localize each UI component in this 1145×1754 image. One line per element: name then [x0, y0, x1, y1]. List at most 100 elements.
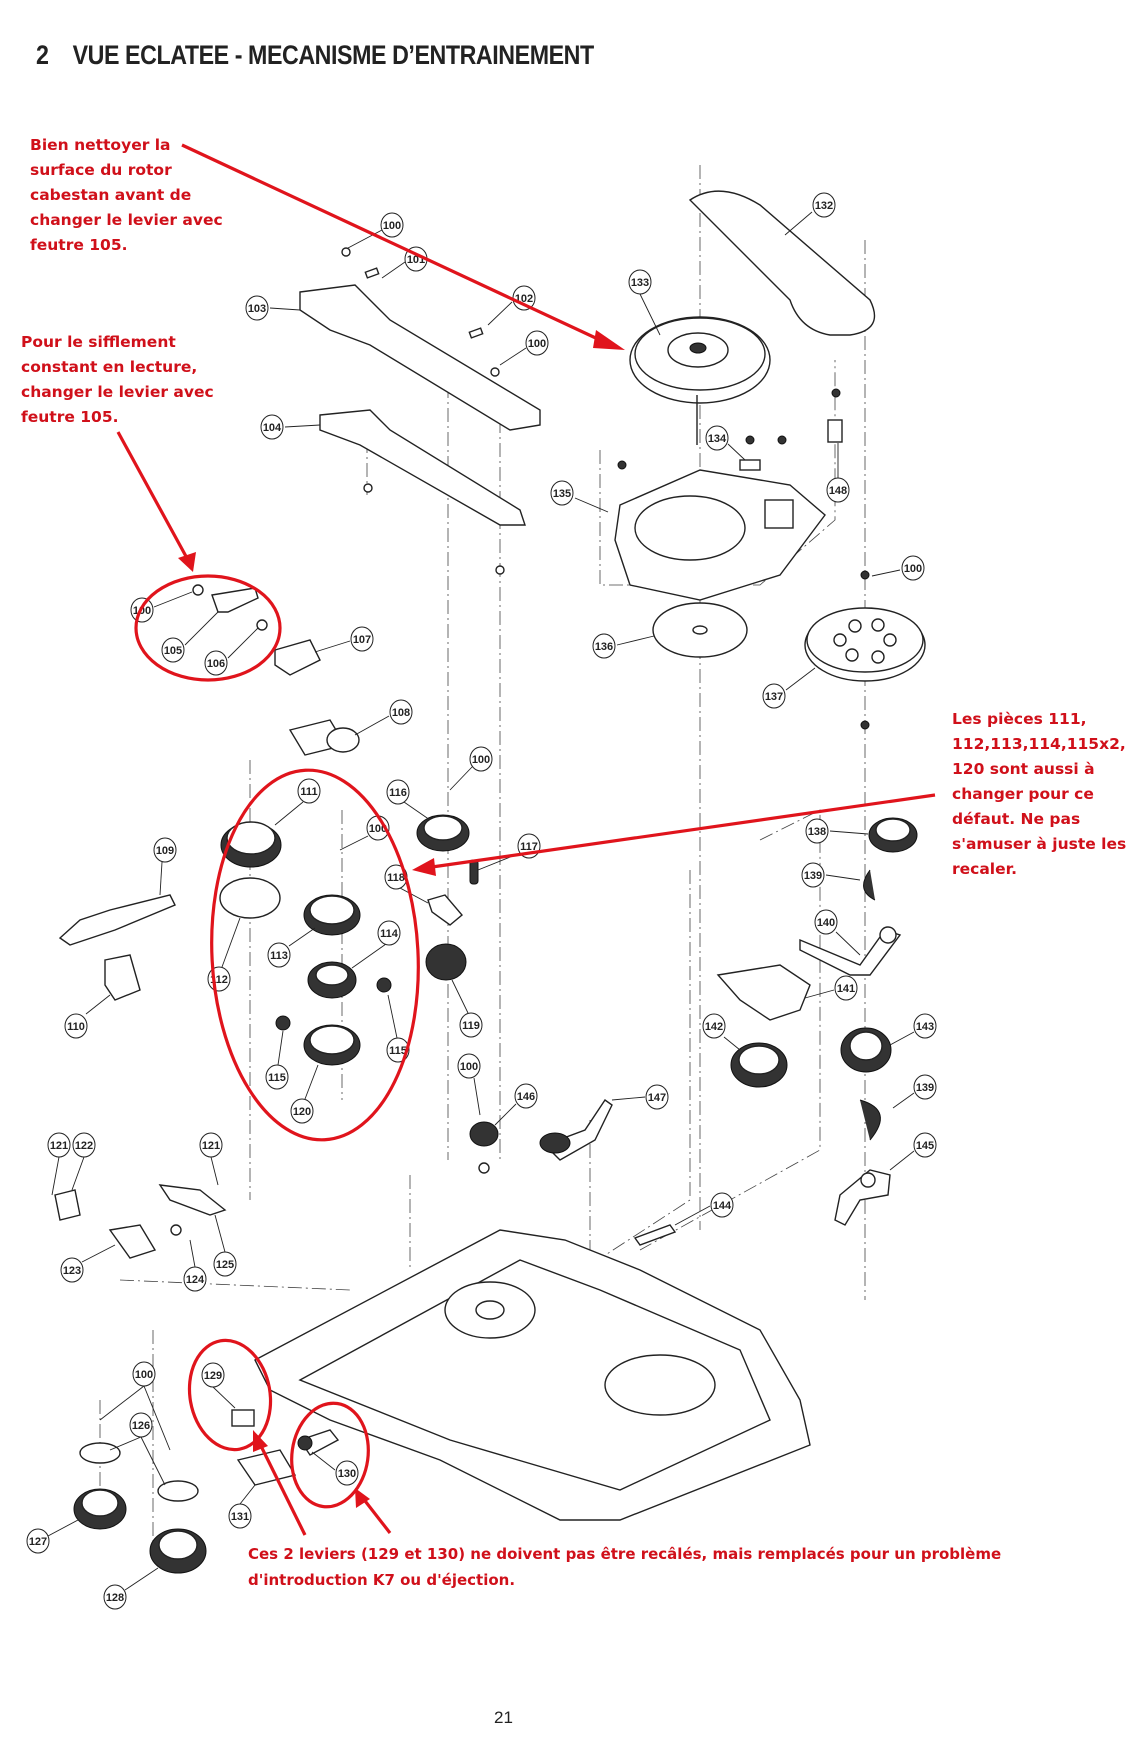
- part-label-text: 147: [648, 1092, 666, 1104]
- annotation-line: changer le levier avec: [30, 211, 223, 229]
- part-label-circle: [213, 1251, 237, 1277]
- part-label-circle: [335, 1460, 359, 1486]
- part-label-text: 140: [817, 917, 835, 929]
- part-label-circle: [702, 1013, 726, 1039]
- annotation-line: s'amuser à juste les: [952, 835, 1127, 853]
- roller-115b: [275, 1015, 291, 1031]
- part-label-circle: [834, 975, 858, 1001]
- part-label-130: 130: [335, 1460, 359, 1486]
- part-label-circle: [514, 1083, 538, 1109]
- part-label-circle: [457, 1053, 481, 1079]
- part-label-circle: [645, 1084, 669, 1110]
- annotation-line: défaut. Ne pas: [952, 810, 1081, 828]
- part-label-103: 103: [245, 295, 269, 321]
- part-label-text: 100: [472, 754, 490, 766]
- part-label-text: 108: [392, 707, 410, 719]
- part-label-text: 136: [595, 641, 613, 653]
- annotation-line: 112,113,114,115x2,: [952, 735, 1126, 753]
- gear-119: [425, 943, 467, 981]
- part-label-text: 143: [916, 1021, 934, 1033]
- part-number-labels: 1001011021031001041321331341481351001361…: [26, 192, 937, 1610]
- part-label-text: 128: [106, 1592, 124, 1604]
- part-label-text: 145: [916, 1140, 934, 1152]
- part-label-115: 115: [265, 1064, 289, 1090]
- part-label-circle: [386, 779, 410, 805]
- block-110: [104, 954, 141, 1001]
- arrow-rotor: [181, 143, 601, 342]
- page-number: 21: [494, 1708, 513, 1727]
- part-label-text: 139: [804, 870, 822, 882]
- part-label-100: 100: [457, 1053, 481, 1079]
- part-label-circle: [201, 1362, 225, 1388]
- part-label-116: 116: [386, 779, 410, 805]
- part-label-100: 100: [380, 212, 404, 238]
- part-label-139: 139: [913, 1074, 937, 1100]
- part-label-text: 121: [202, 1140, 220, 1152]
- part-label-text: 135: [553, 488, 571, 500]
- part-label-text: 121: [50, 1140, 68, 1152]
- arrow-head-sifflement: [178, 552, 196, 572]
- part-144: [633, 1224, 677, 1246]
- annotation-line: feutre 105.: [30, 236, 128, 254]
- bracket-123: [108, 1224, 157, 1259]
- part-label-circle: [628, 269, 652, 295]
- arrow-head-pieces: [412, 858, 436, 876]
- part-label-100: 100: [469, 746, 493, 772]
- annotation-leviers: Ces 2 leviers (129 et 130) ne doivent pa…: [248, 1541, 1001, 1593]
- part-label-text: 113: [270, 950, 288, 962]
- part-label-105: 105: [161, 637, 185, 663]
- part-label-128: 128: [103, 1584, 127, 1610]
- arrow-pieces: [424, 793, 936, 870]
- part-134: [739, 459, 761, 471]
- part-label-text: 100: [383, 220, 401, 232]
- part-label-114: 114: [377, 920, 401, 946]
- part-label-text: 100: [528, 338, 546, 350]
- part-label-circle: [228, 1503, 252, 1529]
- part-label-100: 100: [901, 555, 925, 581]
- washer-126a: [79, 1442, 121, 1464]
- plate-103: [299, 284, 541, 431]
- part-label-118: 118: [384, 864, 408, 890]
- part-label-text: 116: [389, 787, 407, 799]
- part-label-circle: [525, 330, 549, 356]
- annotation-line: changer le levier avec: [21, 383, 214, 401]
- arrow-sifflement: [116, 431, 190, 561]
- part-label-text: 104: [263, 422, 282, 434]
- part-label-147: 147: [645, 1084, 669, 1110]
- part-label-144: 144: [710, 1192, 734, 1218]
- annotation-line: constant en lecture,: [21, 358, 198, 376]
- part-label-circle: [103, 1584, 127, 1610]
- part-label-text: 120: [293, 1106, 311, 1118]
- part-label-137: 137: [762, 683, 786, 709]
- spring-139a: [863, 869, 876, 901]
- annotation-line: Pour le sifflement: [21, 333, 176, 351]
- part-label-circle: [459, 1012, 483, 1038]
- annotation-line: feutre 105.: [21, 408, 119, 426]
- part-label-143: 143: [913, 1013, 937, 1039]
- part-label-text: 138: [808, 826, 826, 838]
- part-label-100: 100: [132, 1361, 156, 1387]
- annotation-pieces: Les pièces 111, 112,113,114,115x2, 120 s…: [952, 707, 1126, 882]
- part-label-circle: [592, 633, 616, 659]
- part-label-text: 132: [815, 200, 833, 212]
- part-label-circle: [762, 683, 786, 709]
- part-label-131: 131: [228, 1503, 252, 1529]
- part-label-138: 138: [805, 818, 829, 844]
- annotation-line: Les pièces 111,: [952, 710, 1087, 728]
- part-label-text: 146: [517, 1091, 535, 1103]
- part-label-text: 125: [216, 1259, 234, 1271]
- part-label-text: 126: [132, 1420, 150, 1432]
- part-label-circle: [26, 1528, 50, 1554]
- part-label-135: 135: [550, 480, 574, 506]
- part-label-circle: [913, 1132, 937, 1158]
- part-label-text: 115: [268, 1072, 286, 1084]
- part-label-141: 141: [834, 975, 858, 1001]
- annotation-line: Ces 2 leviers (129 et 130) ne doivent pa…: [248, 1545, 1002, 1563]
- part-label-text: 148: [829, 485, 847, 497]
- part-label-circle: [260, 414, 284, 440]
- part-label-text: 133: [631, 277, 649, 289]
- part-label-text: 130: [338, 1468, 356, 1480]
- part-label-139: 139: [801, 862, 825, 888]
- lever-129: [231, 1409, 255, 1427]
- plate-118: [427, 894, 463, 926]
